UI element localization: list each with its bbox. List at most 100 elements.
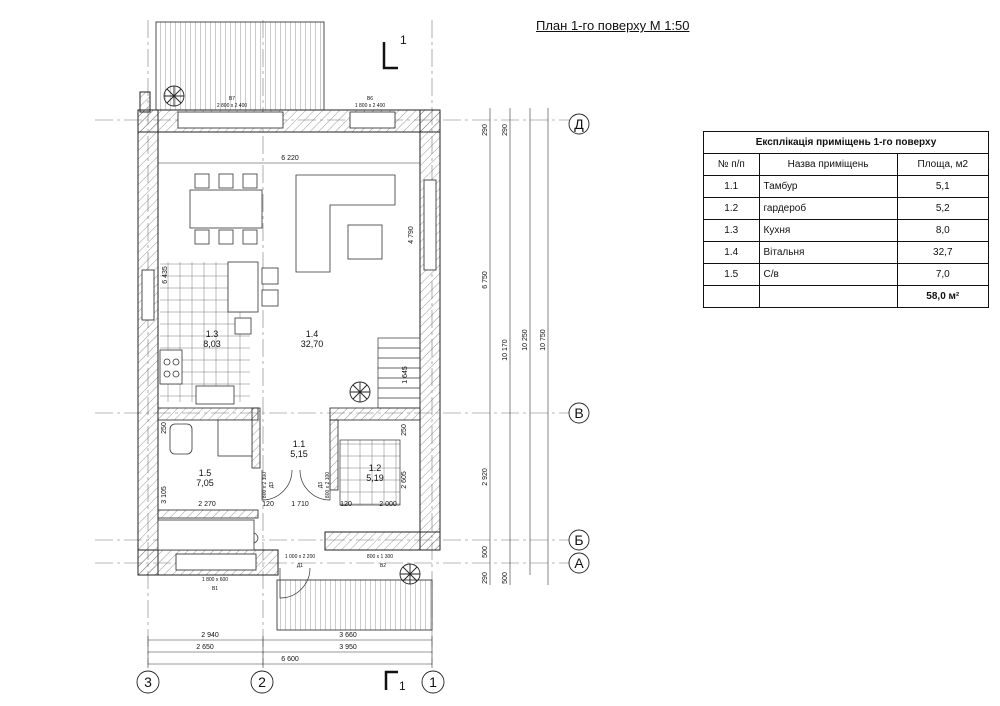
dim-inner-2605: 2 605: [401, 471, 408, 489]
window-b1-code: В1: [212, 586, 218, 592]
row-name: гардероб: [758, 197, 898, 220]
axis-a: А: [574, 555, 584, 571]
axis-markers: Д В Б А 3 2 1: [136, 113, 590, 694]
room-1-2-id: 1.2: [369, 463, 382, 473]
door-swings: [261, 469, 331, 599]
dim-bottom-2b: 3 950: [339, 644, 357, 651]
window-b6-code: В6: [367, 96, 373, 102]
window-b6-size: 1 800 x 2 400: [355, 103, 386, 109]
dim-r1-e: 290: [482, 572, 489, 584]
window-b7-code: В7: [229, 96, 235, 102]
top-terrace: [155, 21, 325, 111]
table-total-row: 58,0 м²: [703, 285, 990, 308]
dim-r1-b: 6 750: [482, 271, 489, 289]
door-d3a-code: Д3: [269, 482, 275, 488]
dim-inner-2270: 2 270: [198, 501, 216, 508]
dim-r2-b: 10 170: [502, 339, 509, 361]
row-name: Вітальня: [758, 241, 898, 264]
dim-r1-c: 2 920: [482, 468, 489, 486]
room-1-4-id: 1.4: [306, 329, 319, 339]
dim-bottom-1a: 2 940: [201, 632, 219, 639]
total-empty-1: [703, 285, 760, 308]
table-row: 1.5 С/в 7,0: [703, 263, 990, 286]
dim-r2-a: 290: [502, 124, 509, 136]
window-b1-size: 1 800 x 600: [202, 577, 228, 583]
dim-inner-1645: 1 645: [402, 366, 409, 384]
row-name: Кухня: [758, 219, 898, 242]
row-number: 1.1: [703, 175, 760, 198]
axis-b: Б: [574, 532, 583, 548]
dim-inner-120b: 120: [340, 501, 352, 508]
table-row: 1.2 гардероб 5,2: [703, 197, 990, 220]
room-1-2-area: 5,19: [366, 473, 384, 483]
table-row: 1.3 Кухня 8,0: [703, 219, 990, 242]
dim-bottom-total: 6 600: [281, 656, 299, 663]
bathroom-fixtures: [157, 419, 259, 551]
plant-icons: [163, 85, 421, 585]
room-1-3-area: 8,03: [203, 339, 221, 349]
header-number: № п/п: [703, 153, 760, 176]
row-name: С/в: [758, 263, 898, 286]
row-area: 8,0: [896, 219, 990, 242]
window-b2-size: 800 x 1 300: [367, 554, 393, 560]
dim-bottom-2a: 2 650: [196, 644, 214, 651]
table-caption: Експлікація приміщень 1-го поверху: [703, 131, 989, 154]
row-area: 5,1: [896, 175, 990, 198]
dim-inner-1710: 1 710: [291, 501, 309, 508]
header-name: Назва приміщень: [758, 153, 898, 176]
table-header-row: № п/п Назва приміщень Площа, м2: [703, 153, 990, 176]
total-empty-2: [758, 285, 898, 308]
row-area: 7,0: [896, 263, 990, 286]
dim-inner-4790: 4 790: [408, 226, 415, 244]
dim-top-inner: 6 220: [281, 155, 299, 162]
room-1-5-id: 1.5: [199, 468, 212, 478]
row-number: 1.2: [703, 197, 760, 220]
section-bottom-label: 1: [399, 679, 406, 693]
window-b2-code: В2: [380, 563, 386, 569]
dim-inner-3105: 3 105: [161, 486, 168, 504]
axis-3: 3: [144, 674, 152, 690]
dim-r3: 10 250: [522, 329, 529, 351]
sofa: [295, 174, 396, 273]
room-1-5-area: 7,05: [196, 478, 214, 488]
room-1-4-area: 32,70: [301, 339, 324, 349]
dimension-texts: 6 220 2 940 3 660 2 650 3 950 6 600 290 …: [161, 124, 547, 663]
room-1-1-id: 1.1: [293, 439, 306, 449]
row-area: 32,7: [896, 241, 990, 264]
dimension-lines: [147, 108, 549, 668]
interior-walls: [157, 407, 421, 519]
door-d3b-size: 800 x 2 100: [325, 472, 331, 498]
dim-r1-a: 290: [482, 124, 489, 136]
row-number: 1.5: [703, 263, 760, 286]
plan-title: План 1-го поверху М 1:50: [536, 18, 690, 33]
kitchen-island: [159, 261, 279, 405]
dim-inner-2000: 2 000: [379, 501, 397, 508]
dim-bottom-1b: 3 660: [339, 632, 357, 639]
row-name: Тамбур: [758, 175, 898, 198]
window-b7-size: 2 800 x 2 400: [217, 103, 248, 109]
staircase: [339, 337, 421, 506]
table-caption-row: Експлікація приміщень 1-го поверху: [703, 131, 989, 154]
axis-v: В: [574, 405, 583, 421]
total-area: 58,0 м²: [896, 285, 990, 308]
door-d3b-code: Д3: [318, 482, 324, 488]
door-d3a-size: 800 x 2 100: [262, 472, 268, 498]
room-1-3-id: 1.3: [206, 329, 219, 339]
dim-r2-c: 500: [502, 572, 509, 584]
row-area: 5,2: [896, 197, 990, 220]
door-d1-size: 1 000 x 2 200: [285, 554, 316, 560]
row-number: 1.4: [703, 241, 760, 264]
dim-inner-250a: 250: [401, 424, 408, 436]
table-row: 1.4 Вітальня 32,7: [703, 241, 990, 264]
dim-r4: 10 750: [540, 329, 547, 351]
header-area: Площа, м2: [896, 153, 990, 176]
table-row: 1.1 Тамбур 5,1: [703, 175, 990, 198]
axis-1: 1: [429, 674, 437, 690]
opening-labels: В7 2 800 x 2 400 В6 1 800 x 2 400 1 800 …: [202, 96, 393, 592]
room-1-1-area: 5,15: [290, 449, 308, 459]
door-d1-code: Д1: [297, 563, 303, 569]
dim-r1-d: 500: [482, 546, 489, 558]
section-top-label: 1: [400, 33, 407, 47]
axis-d: Д: [574, 116, 584, 132]
row-number: 1.3: [703, 219, 760, 242]
